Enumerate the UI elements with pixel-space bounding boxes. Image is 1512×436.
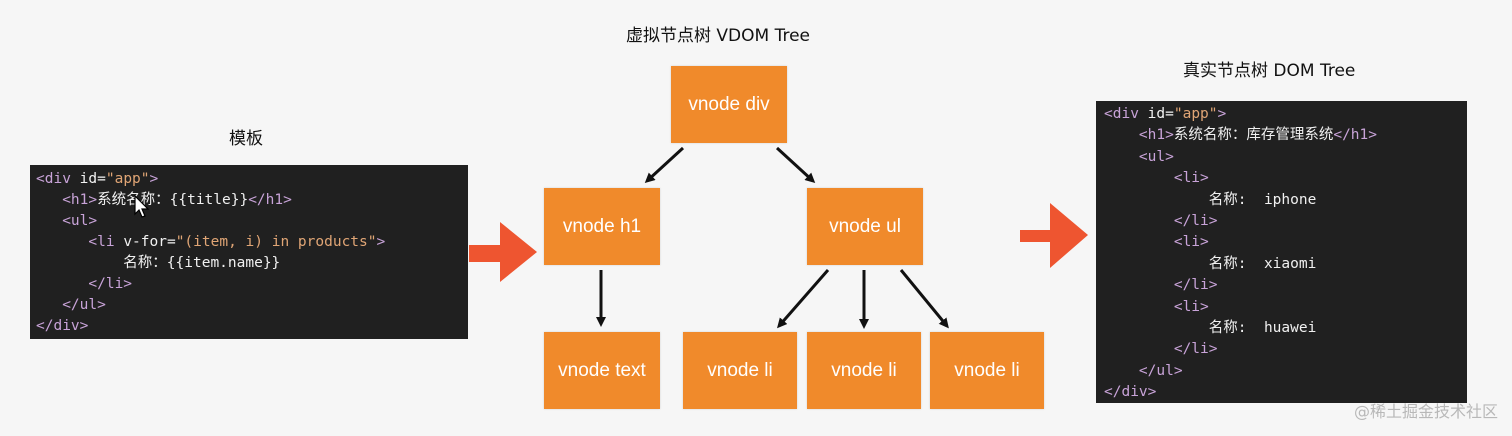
code-token: 系统名称：库存管理系统 [1173,127,1334,144]
vnode-li-2: vnode li [807,332,921,409]
code-token: </li> [88,276,133,292]
ul-to-li1-arrow [777,269,830,329]
code-token: <h1> [1138,127,1174,144]
code-line: <li> [1104,232,1459,253]
code-line: <ul> [36,211,462,232]
code-token: 名称: huawei [1104,320,1317,337]
code-token: </div> [36,318,89,334]
code-line: <div id="app"> [36,169,462,190]
mouse-cursor-icon [134,195,150,218]
code-token: <div [1104,106,1148,122]
template-code-panel: <div id="app"> <h1>系统名称：{{title}}</h1> <… [30,165,468,339]
vdom-to-dom-arrow [1020,203,1088,268]
code-token: <ul> [1138,148,1174,165]
code-token: <li [88,234,124,250]
vnode-h1: vnode h1 [544,188,660,265]
vnode-div: vnode div [671,66,787,143]
code-line: </li> [1104,211,1459,232]
vdom-title: 虚拟节点树 VDOM Tree [626,26,810,46]
vnode-ul: vnode ul [807,188,923,265]
vnode-text: vnode text [544,332,660,409]
code-token: > [149,171,159,187]
code-token: <h1> [62,192,98,208]
code-token: 名称：{{item.name}} [36,255,281,271]
code-token: </ul> [62,297,106,313]
code-line: 名称：{{item.name}} [36,253,462,274]
code-token: "app" [105,171,150,187]
vnode-li-3: vnode li [930,332,1044,409]
code-token: 名称: xiaomi [1104,255,1317,272]
dom-code-panel: <div id="app"> <h1>系统名称：库存管理系统</h1> <ul>… [1096,101,1467,403]
code-token: 名称: iphone [1104,191,1317,208]
code-line: </ul> [36,295,462,316]
code-token: </li> [1173,277,1218,294]
code-token: <li> [1173,170,1209,187]
code-line: </li> [36,274,462,295]
code-token: </li> [1173,213,1218,230]
code-token: </ul> [1138,362,1183,379]
code-line: 名称: iphone [1104,190,1459,211]
div-to-ul-arrow [775,146,816,184]
vnode-li-1: vnode li [683,332,797,409]
code-token: id= [79,171,106,187]
code-token: <li> [1173,234,1209,251]
code-token: "(item, i) in products" [175,234,377,250]
code-token: </div> [1104,384,1157,401]
div-to-h1-arrow [644,146,685,184]
code-token: </h1> [1333,127,1377,144]
code-line: </div> [1104,382,1459,403]
code-token: </li> [1173,341,1218,358]
code-token: </h1> [248,192,292,208]
code-line: </ul> [1104,361,1459,382]
code-token: > [1217,106,1227,122]
watermark: @稀土掘金技术社区 [1353,402,1498,421]
code-line: <div id="app"> [1104,104,1459,125]
code-line: 名称: xiaomi [1104,254,1459,275]
code-line: <h1>系统名称：库存管理系统</h1> [1104,125,1459,146]
code-token: "app" [1173,106,1218,122]
code-line: </li> [1104,275,1459,296]
code-line: </li> [1104,339,1459,360]
code-line: </div> [36,316,462,337]
code-line: <ul> [1104,147,1459,168]
template-title: 模板 [229,129,263,149]
code-token: id= [1147,106,1174,122]
ul-to-li3-arrow [899,269,949,329]
code-token: > [376,234,386,250]
code-line: <li> [1104,168,1459,189]
code-line: 名称: huawei [1104,318,1459,339]
code-token: <ul> [62,213,98,229]
dom-title: 真实节点树 DOM Tree [1183,61,1356,81]
code-token: <li> [1173,298,1209,315]
code-line: <li v-for="(item, i) in products"> [36,232,462,253]
code-token: <div [36,171,80,187]
code-token: v-for= [123,234,176,250]
template-to-vdom-arrow [469,222,537,282]
code-line: <li> [1104,297,1459,318]
